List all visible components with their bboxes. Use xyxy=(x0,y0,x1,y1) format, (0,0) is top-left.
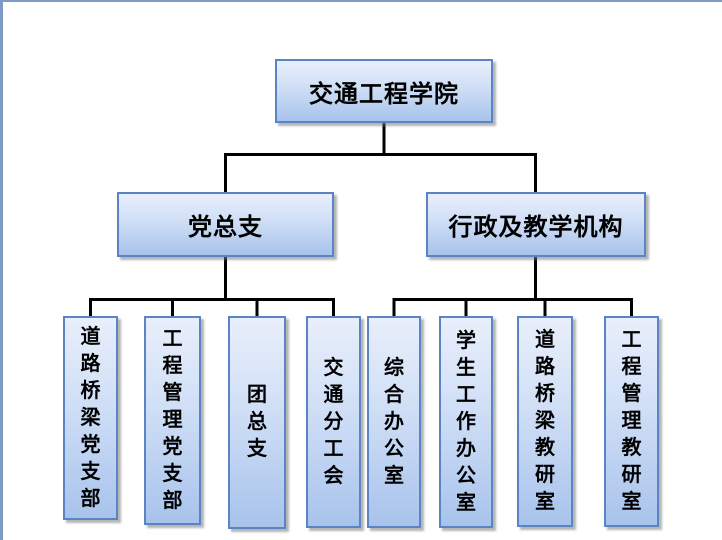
org-node-leaf-eng-mgmt-party: 工程管理党支部 xyxy=(144,316,201,525)
org-node-leaf-label: 道路桥梁教研室 xyxy=(535,329,555,513)
org-node-leaf-eng-mgmt-teaching: 工程管理教研室 xyxy=(604,316,659,527)
org-node-root: 交通工程学院 xyxy=(275,59,493,123)
org-node-leaf-label: 道路桥梁党支部 xyxy=(80,325,101,510)
org-node-leaf-student-affairs: 学生工作办公室 xyxy=(439,316,493,528)
org-node-leaf-road-bridge-party: 道路桥梁党支部 xyxy=(63,316,118,520)
org-node-leaf-label: 团总支 xyxy=(247,384,267,460)
org-node-branch-admin-label: 行政及教学机构 xyxy=(448,214,624,241)
org-node-branch-party: 党总支 xyxy=(117,192,334,257)
org-node-leaf-label: 工程管理教研室 xyxy=(621,329,642,513)
org-node-leaf-youth-league: 团总支 xyxy=(228,316,286,529)
org-node-leaf-road-bridge-teaching: 道路桥梁教研室 xyxy=(517,316,573,527)
org-node-leaf-label: 工程管理党支部 xyxy=(162,328,183,512)
org-node-leaf-label: 学生工作办公室 xyxy=(456,329,476,514)
org-node-leaf-union: 交通分工会 xyxy=(306,316,361,528)
org-node-leaf-label: 交通分工会 xyxy=(323,356,344,487)
org-node-root-label: 交通工程学院 xyxy=(309,80,459,108)
org-node-branch-party-label: 党总支 xyxy=(188,214,263,241)
org-node-leaf-general-office: 综合办公室 xyxy=(367,316,421,528)
org-node-branch-admin: 行政及教学机构 xyxy=(426,192,646,257)
org-node-leaf-label: 综合办公室 xyxy=(384,356,404,487)
